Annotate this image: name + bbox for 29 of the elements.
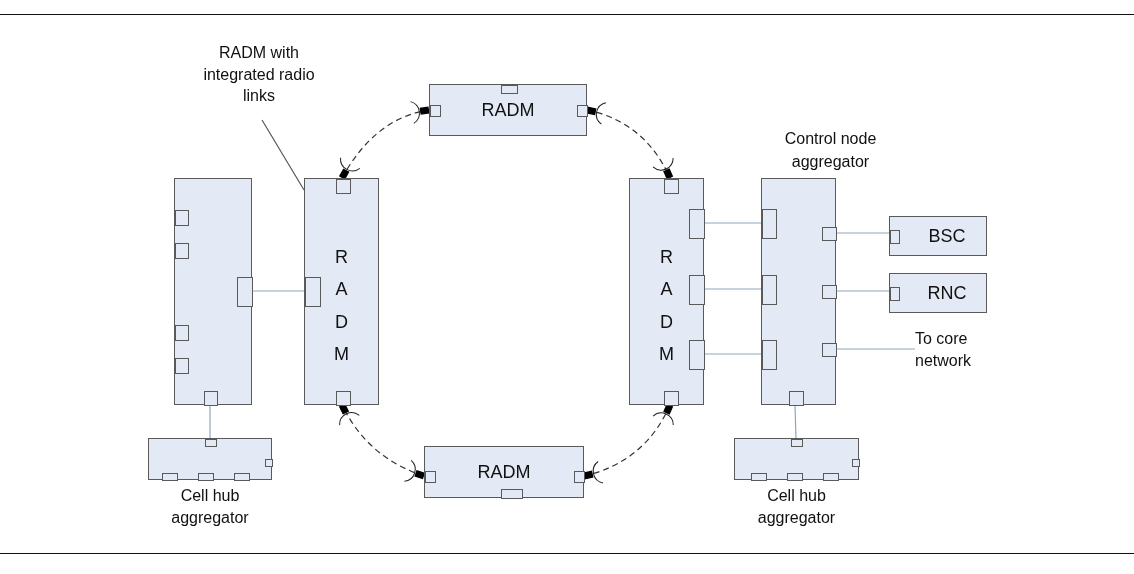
note-text: RADM with integrated radio links — [196, 42, 322, 120]
equipment-box — [629, 178, 704, 405]
equipment-box — [304, 178, 379, 405]
equipment-box — [429, 84, 587, 136]
node-caption: Cell hub aggregator — [756, 486, 837, 529]
connector-line — [703, 222, 762, 224]
radio-link — [582, 403, 674, 483]
note-text: To core network — [915, 328, 1015, 372]
node-label: RNC — [927, 282, 967, 304]
node-label: RADM — [481, 99, 535, 121]
node-heading: Control node aggregator — [783, 129, 878, 172]
node-label: BSC — [928, 225, 966, 247]
connector-line — [703, 288, 762, 290]
leader-line — [261, 119, 305, 191]
equipment-box — [174, 178, 252, 405]
equipment-box — [424, 446, 584, 498]
node-label: RADM — [333, 246, 350, 367]
node-label: RADM — [477, 461, 531, 483]
connector-line — [794, 404, 797, 439]
connector-line — [835, 232, 890, 234]
equipment-box — [889, 216, 987, 256]
connector-line — [251, 290, 305, 292]
node-caption: Cell hub aggregator — [170, 486, 250, 529]
equipment-box — [889, 273, 987, 313]
connector-line — [835, 348, 916, 350]
node-label: RADM — [658, 246, 675, 367]
connector-line — [835, 290, 890, 292]
connector-line — [209, 404, 211, 439]
connector-line — [703, 353, 762, 355]
